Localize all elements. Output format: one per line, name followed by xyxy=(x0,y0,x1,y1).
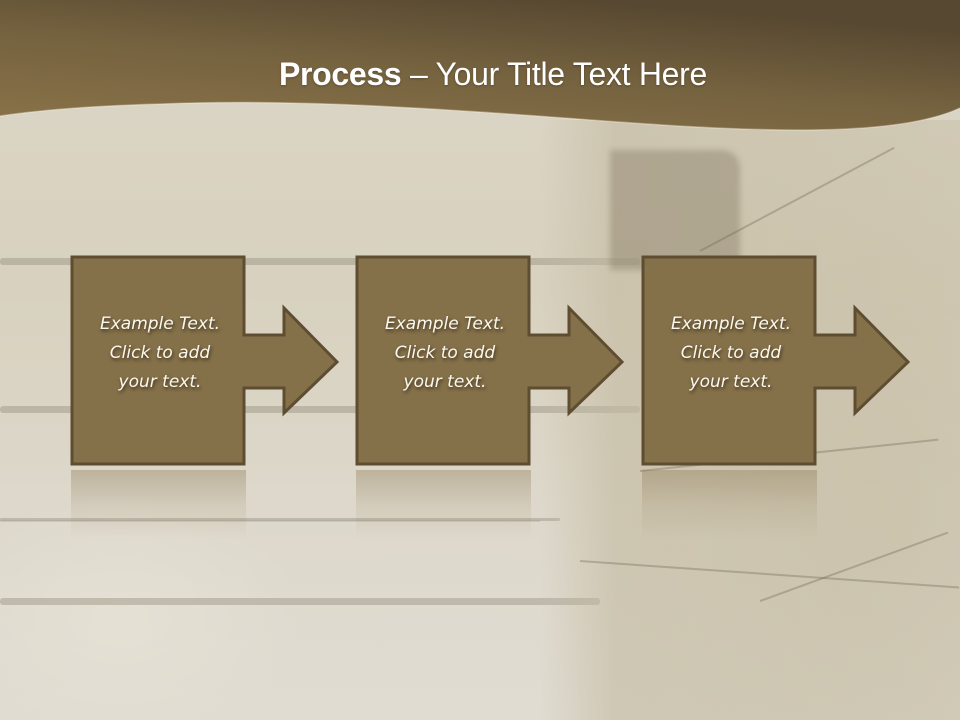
process-step-1[interactable]: Example Text. Click to add your text. xyxy=(70,255,341,468)
step-text[interactable]: Example Text. Click to add your text. xyxy=(75,310,245,397)
stump-edge xyxy=(610,150,740,270)
slide-title[interactable]: Process – Your Title Text Here xyxy=(0,52,960,96)
plank-line xyxy=(0,258,640,265)
step-text-line: Click to add xyxy=(394,343,496,363)
title-bold: Process xyxy=(278,56,402,92)
arrow-callout-shape xyxy=(355,255,625,466)
step-text[interactable]: Example Text. Click to add your text. xyxy=(646,310,816,397)
step-text-line: your text. xyxy=(403,372,487,392)
step-text-line: your text. xyxy=(118,372,202,392)
plank-line xyxy=(0,598,600,605)
step-reflection xyxy=(71,470,246,540)
step-text-line: your text. xyxy=(689,372,773,392)
step-reflection xyxy=(642,470,817,540)
step-text-line: Click to add xyxy=(680,343,782,363)
step-text-line: Example Text. xyxy=(99,314,221,334)
arrow-callout-shape xyxy=(641,255,911,466)
plank-line xyxy=(0,518,560,521)
step-text[interactable]: Example Text. Click to add your text. xyxy=(360,310,530,397)
step-reflection xyxy=(356,470,531,540)
step-text-line: Example Text. xyxy=(384,314,506,334)
arrow-callout-shape xyxy=(70,255,340,466)
process-step-3[interactable]: Example Text. Click to add your text. xyxy=(641,255,912,468)
step-text-line: Click to add xyxy=(109,343,211,363)
title-banner: Process – Your Title Text Here xyxy=(0,0,960,140)
process-step-2[interactable]: Example Text. Click to add your text. xyxy=(355,255,626,468)
plank-line xyxy=(0,520,540,522)
plank-line xyxy=(0,406,640,413)
step-text-line: Example Text. xyxy=(670,314,792,334)
title-rest: – Your Title Text Here xyxy=(401,56,708,92)
